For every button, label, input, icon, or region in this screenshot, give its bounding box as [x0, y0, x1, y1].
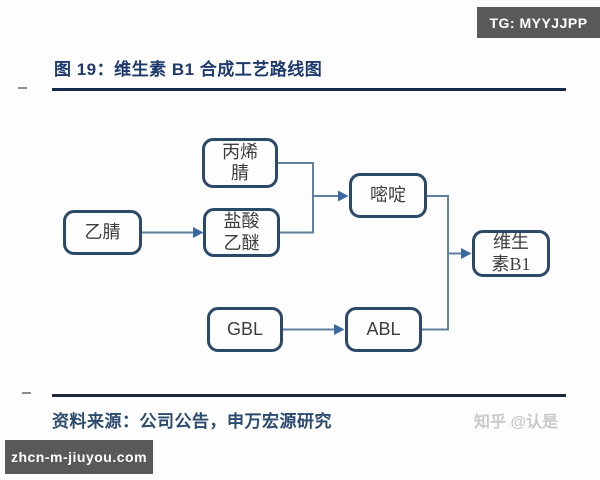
edge-merge-bracket-right: [422, 195, 449, 331]
node-abl: ABL: [345, 307, 422, 352]
left-margin-dash-bottom: [22, 392, 31, 394]
footer-rule: [52, 394, 566, 397]
left-margin-dash-top: [18, 87, 27, 89]
arrowhead-icon: [338, 190, 349, 202]
edge-merge-bracket-left: [278, 162, 314, 234]
arrowhead-icon: [334, 324, 345, 335]
figure-title: 图 19：维生素 B1 合成工艺路线图: [54, 60, 323, 79]
node-pyrimidine: 嘧啶: [349, 173, 427, 218]
node-acetonitrile: 乙腈: [63, 210, 142, 255]
node-acrylonitrile: 丙烯 腈: [202, 138, 278, 188]
site-badge-label: zhcn-m-jiuyou.com: [10, 449, 148, 465]
arrowhead-icon: [461, 248, 472, 259]
tg-watermark-badge: TG: MYYJJPP: [477, 7, 600, 38]
node-acetamidine-hydrochloride: 盐酸 乙醚: [203, 208, 280, 257]
node-vitamin-b1: 维生 素B1: [472, 230, 550, 277]
node-gbl: GBL: [207, 307, 283, 352]
title-rule: [52, 88, 566, 91]
source-note: 资料来源：公司公告，申万宏源研究: [52, 412, 332, 431]
arrowhead-icon: [193, 227, 204, 238]
tg-badge-label: TG: MYYJJPP: [489, 14, 588, 31]
zhihu-watermark: 知乎 @认是: [474, 414, 559, 431]
site-watermark-badge: zhcn-m-jiuyou.com: [5, 440, 153, 474]
